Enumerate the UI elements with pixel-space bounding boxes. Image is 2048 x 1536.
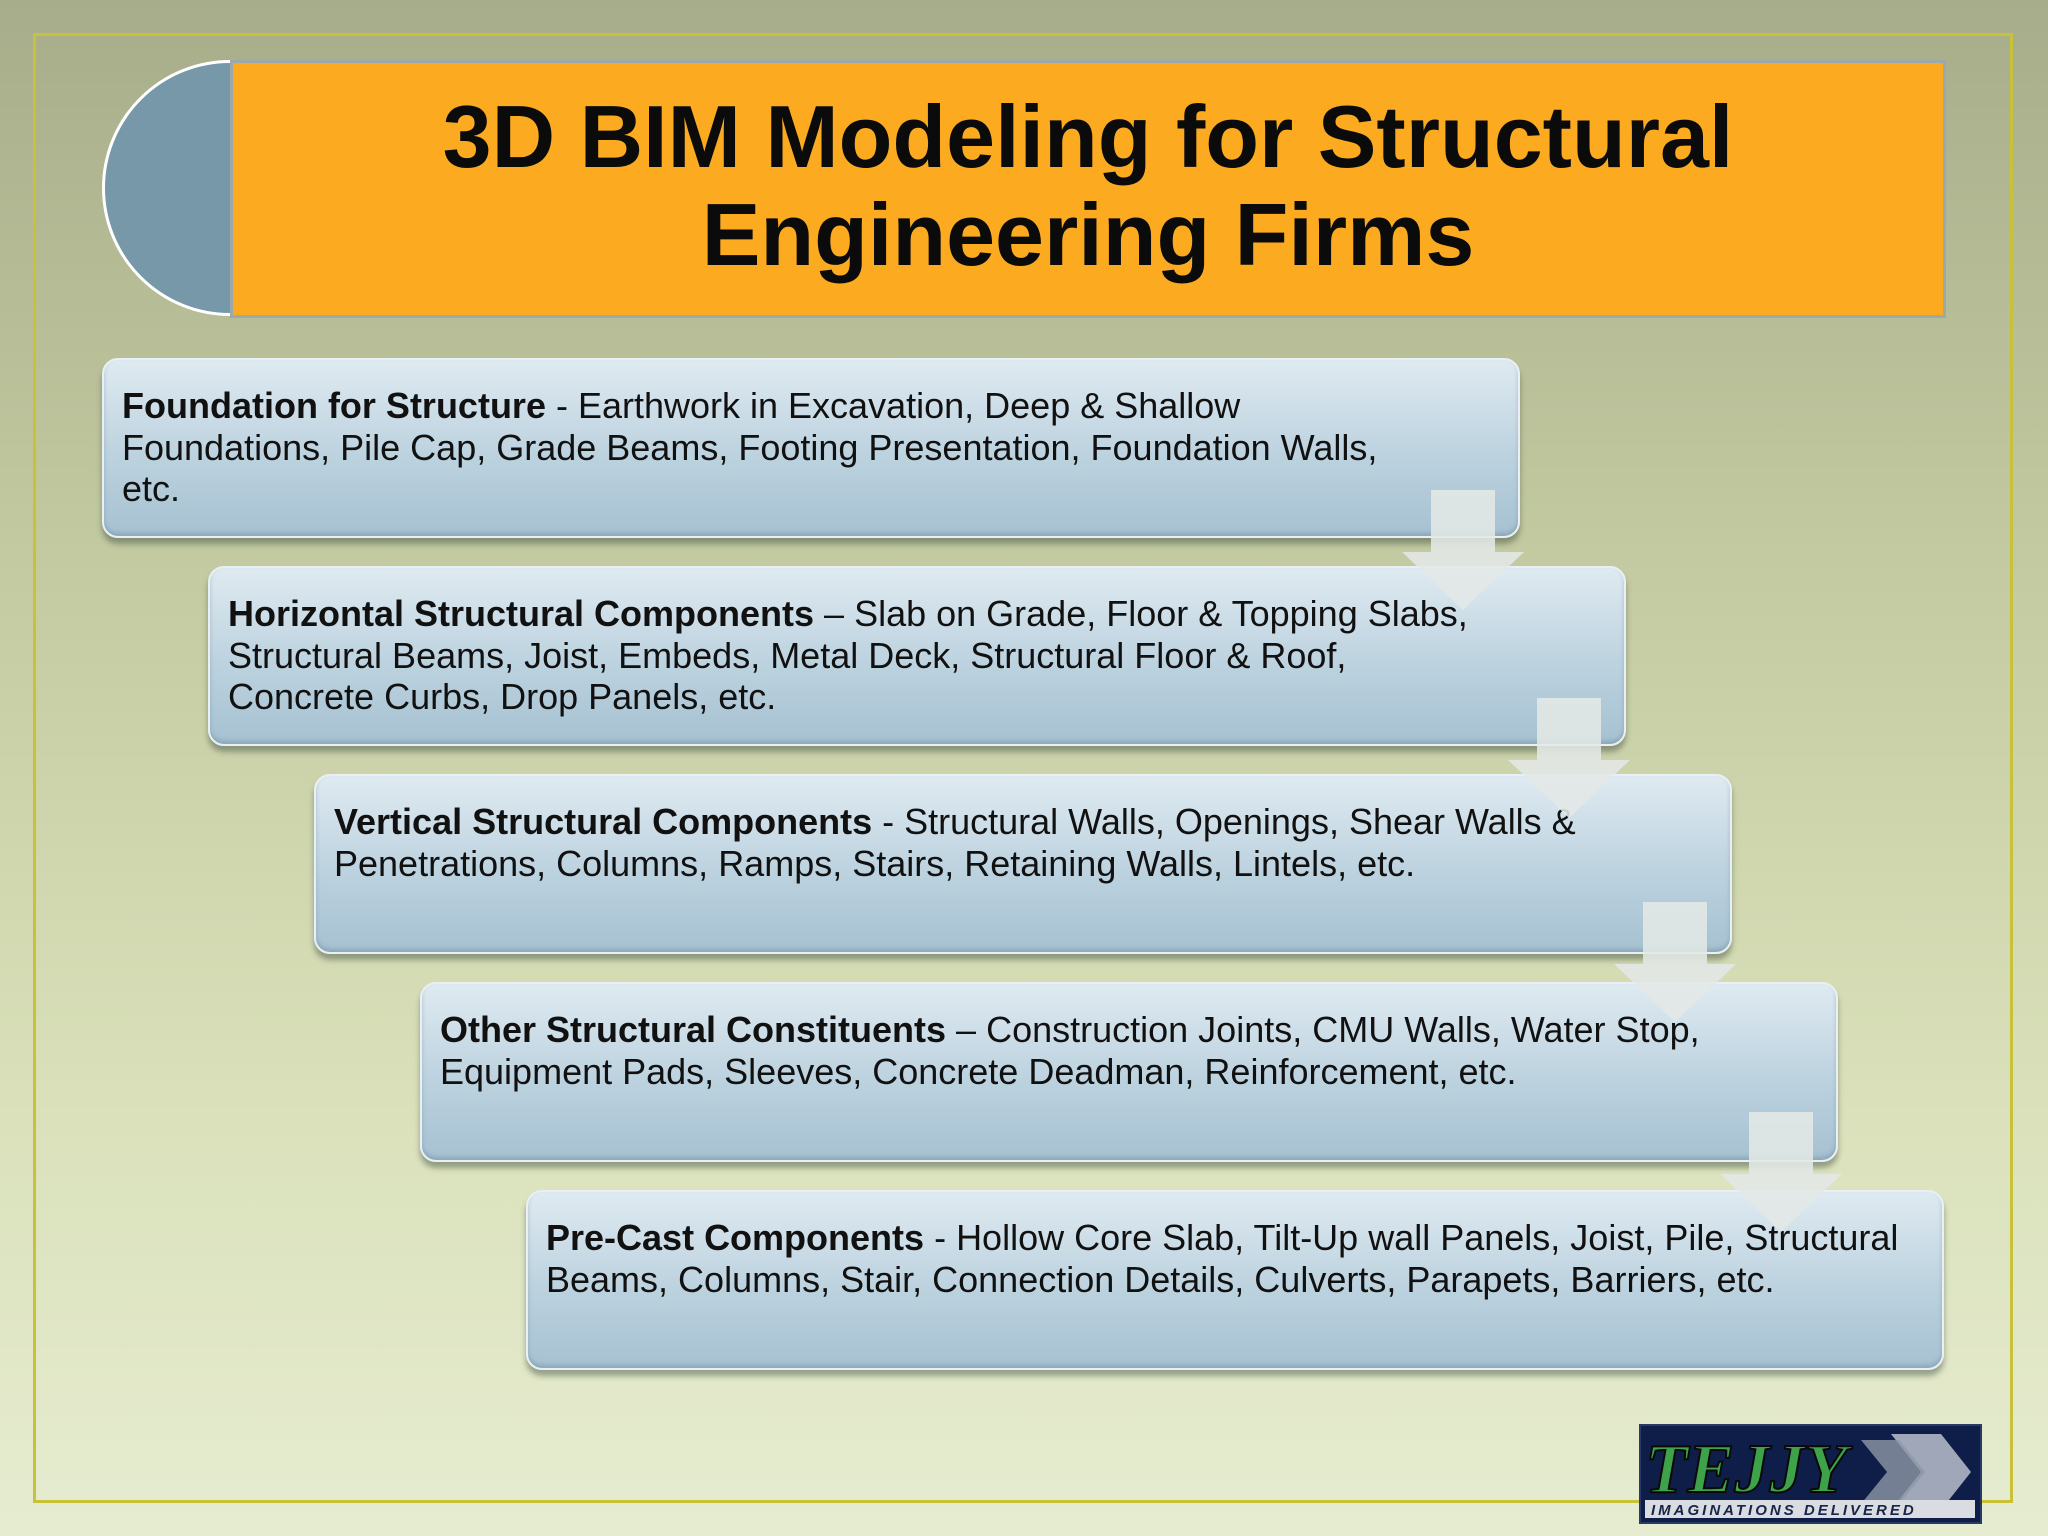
step-separator: - (872, 801, 905, 842)
step-text: Vertical Structural Components - Structu… (334, 801, 1594, 884)
title-line-2: Engineering Firms (701, 185, 1475, 284)
step-box-other: Other Structural Constituents – Construc… (420, 982, 1838, 1162)
step-box-horizontal: Horizontal Structural Components – Slab … (208, 566, 1626, 746)
step-heading: Pre-Cast Components (546, 1217, 925, 1258)
step-heading: Horizontal Structural Components (228, 593, 815, 634)
step-separator: – (946, 1009, 987, 1050)
step-box-vertical: Vertical Structural Components - Structu… (314, 774, 1732, 954)
step-body: Structural Walls, Openings, Shear Walls … (334, 801, 1576, 884)
step-box-precast: Pre-Cast Components - Hollow Core Slab, … (526, 1190, 1944, 1370)
step-text: Other Structural Constituents – Construc… (440, 1009, 1700, 1092)
step-text: Horizontal Structural Components – Slab … (228, 593, 1488, 718)
company-logo: TEJJY IMAGINATIONS DELIVERED (1639, 1424, 1982, 1524)
step-heading: Vertical Structural Components (334, 801, 873, 842)
logo-tagline: IMAGINATIONS DELIVERED (1651, 1502, 1917, 1519)
step-body: Slab on Grade, Floor & Topping Slabs, St… (228, 593, 1468, 717)
title-line-1: 3D BIM Modeling for Structural (442, 87, 1734, 186)
slide-frame (33, 33, 2013, 1503)
step-separator: - (924, 1217, 957, 1258)
step-body: Construction Joints, CMU Walls, Water St… (440, 1009, 1700, 1092)
step-heading: Foundation for Structure (122, 385, 546, 426)
step-box-foundation: Foundation for Structure - Earthwork in … (102, 358, 1520, 538)
step-separator: - (545, 385, 578, 426)
step-separator: – (814, 593, 855, 634)
logo-wordmark: TEJJY (1645, 1431, 1853, 1508)
step-body: Earthwork in Excavation, Deep & Shallow … (122, 385, 1378, 509)
step-text: Foundation for Structure - Earthwork in … (122, 385, 1382, 510)
step-text: Pre-Cast Components - Hollow Core Slab, … (546, 1217, 1926, 1300)
step-heading: Other Structural Constituents (440, 1009, 947, 1050)
